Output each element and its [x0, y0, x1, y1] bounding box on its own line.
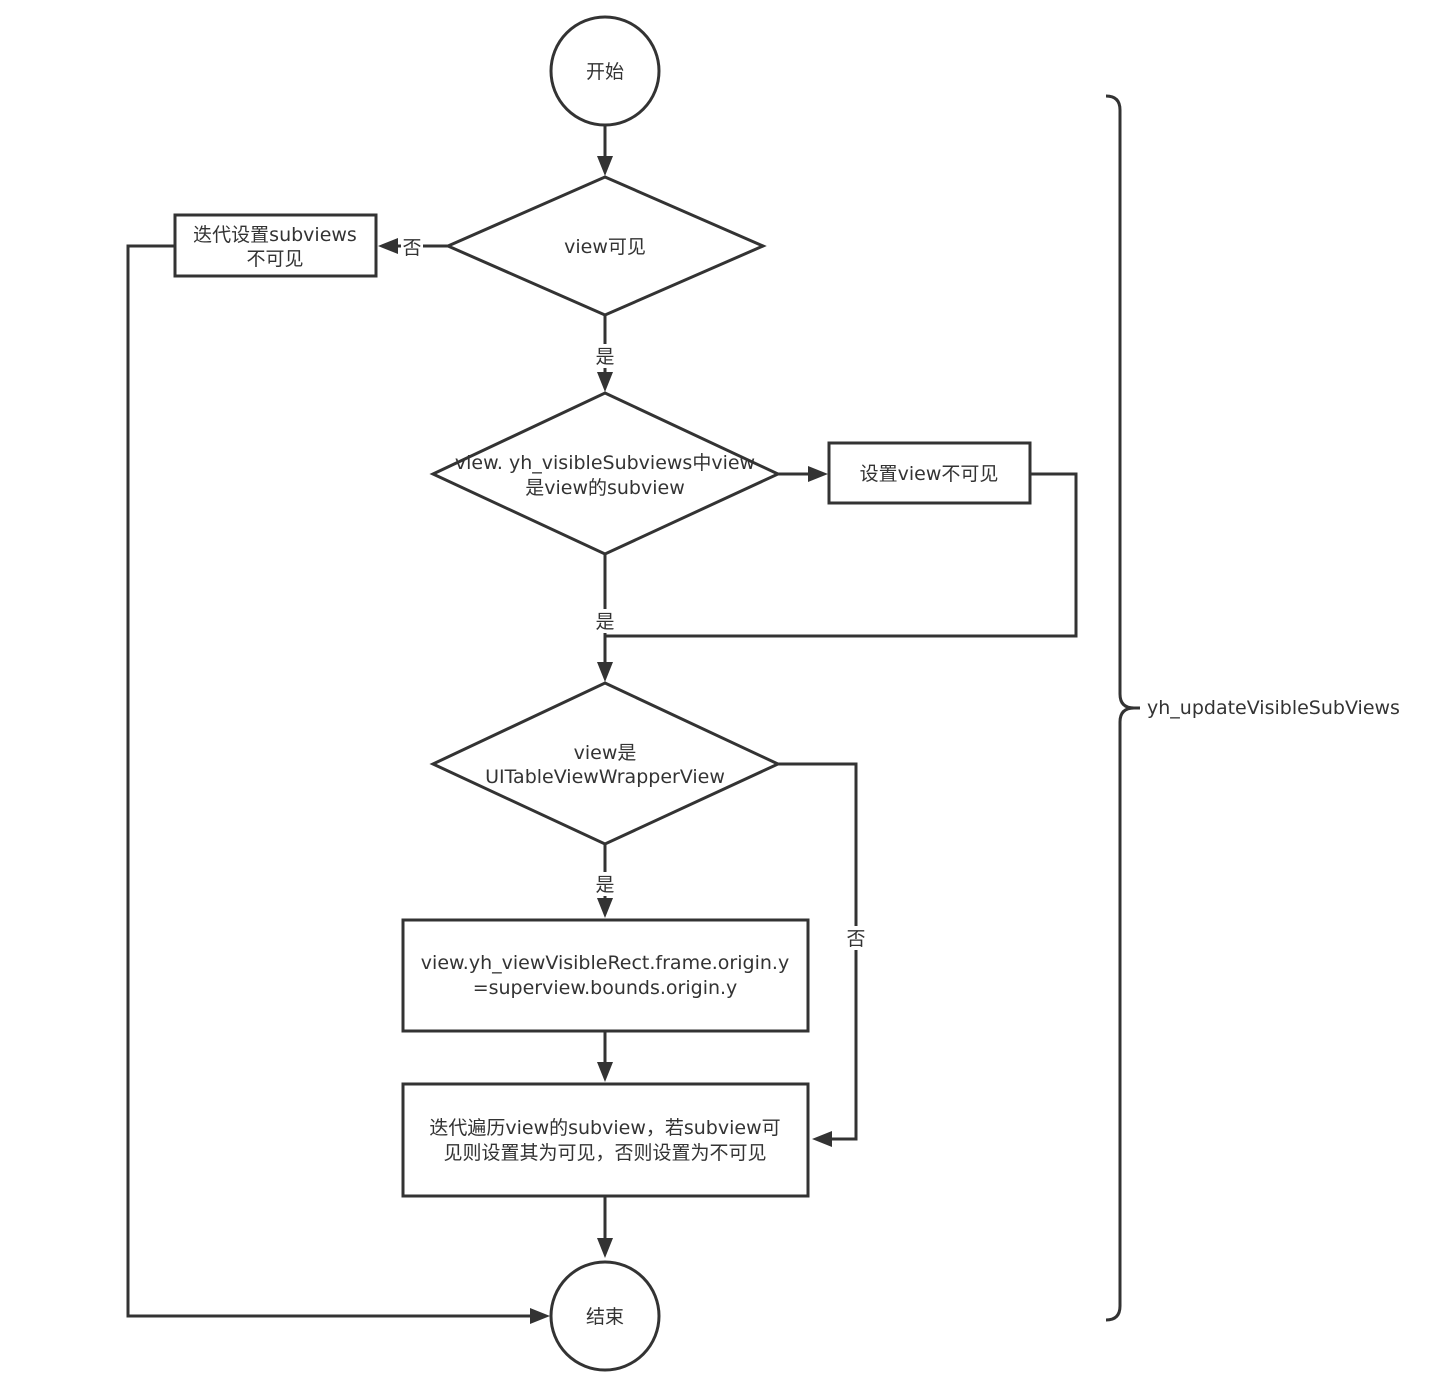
box-iterate-invisible-line1: 迭代设置subviews	[193, 224, 357, 246]
arrowhead	[808, 466, 828, 482]
end-node: 结束	[549, 1260, 661, 1372]
box-iterate-subviews-line2: 见则设置其为可见，否则设置为不可见	[443, 1142, 766, 1164]
edge-left-box-to-end	[126, 244, 532, 1318]
arrowhead	[597, 898, 613, 918]
curly-brace	[1105, 94, 1135, 1322]
arrowhead	[597, 1062, 613, 1082]
box-set-invisible: 设置view不可见	[827, 441, 1032, 505]
decision-wrapper-view: view是 UITableViewWrapperView	[429, 681, 782, 846]
edge-label-no: 否	[846, 928, 865, 950]
box-iterate-subviews: 迭代遍历view的subview，若subview可 见则设置其为可见，否则设置…	[401, 1082, 810, 1198]
decision-subview-check-line2: 是view的subview	[525, 477, 685, 499]
arrowhead	[597, 662, 613, 682]
arrowhead	[812, 1131, 832, 1147]
end-label: 结束	[586, 1306, 624, 1328]
decision-view-visible: view可见	[444, 175, 767, 317]
box-visible-rect: view.yh_viewVisibleRect.frame.origin.y =…	[401, 918, 810, 1033]
edge-label-no: 否	[402, 237, 421, 259]
edge-label-yes: 是	[595, 346, 614, 368]
box-set-invisible-label: 设置view不可见	[860, 463, 999, 485]
arrowhead	[597, 156, 613, 176]
box-iterate-invisible: 迭代设置subviews 不可见	[173, 213, 378, 278]
edge-wrapper-no	[778, 762, 858, 1141]
decision-subview-check: view. yh_visibleSubviews中view 是view的subv…	[429, 391, 782, 556]
edge-label-yes: 是	[595, 611, 614, 633]
arrowhead	[597, 372, 613, 392]
function-brace: yh_updateVisibleSubViews	[1105, 94, 1400, 1322]
edge-set-invisible-to-merge	[605, 472, 1078, 638]
arrowhead	[597, 1238, 613, 1258]
start-node: 开始	[549, 15, 661, 127]
arrowhead	[530, 1308, 550, 1324]
decision-wrapper-view-line1: view是	[574, 742, 637, 764]
function-name-label: yh_updateVisibleSubViews	[1147, 697, 1400, 719]
start-label: 开始	[586, 61, 624, 83]
edge-label-yes: 是	[595, 874, 614, 896]
box-visible-rect-line2: =superview.bounds.origin.y	[473, 977, 738, 999]
decision-wrapper-view-line2: UITableViewWrapperView	[485, 766, 725, 788]
box-iterate-subviews-line1: 迭代遍历view的subview，若subview可	[429, 1117, 780, 1139]
connectors	[126, 126, 1078, 1324]
decision-view-visible-label: view可见	[564, 236, 646, 258]
edge-labels: 否 是 是 是 否	[401, 234, 867, 950]
arrowhead	[378, 238, 398, 254]
box-iterate-invisible-line2: 不可见	[246, 248, 303, 270]
decision-subview-check-line1: view. yh_visibleSubviews中view	[455, 452, 755, 474]
box-visible-rect-line1: view.yh_viewVisibleRect.frame.origin.y	[421, 952, 789, 974]
